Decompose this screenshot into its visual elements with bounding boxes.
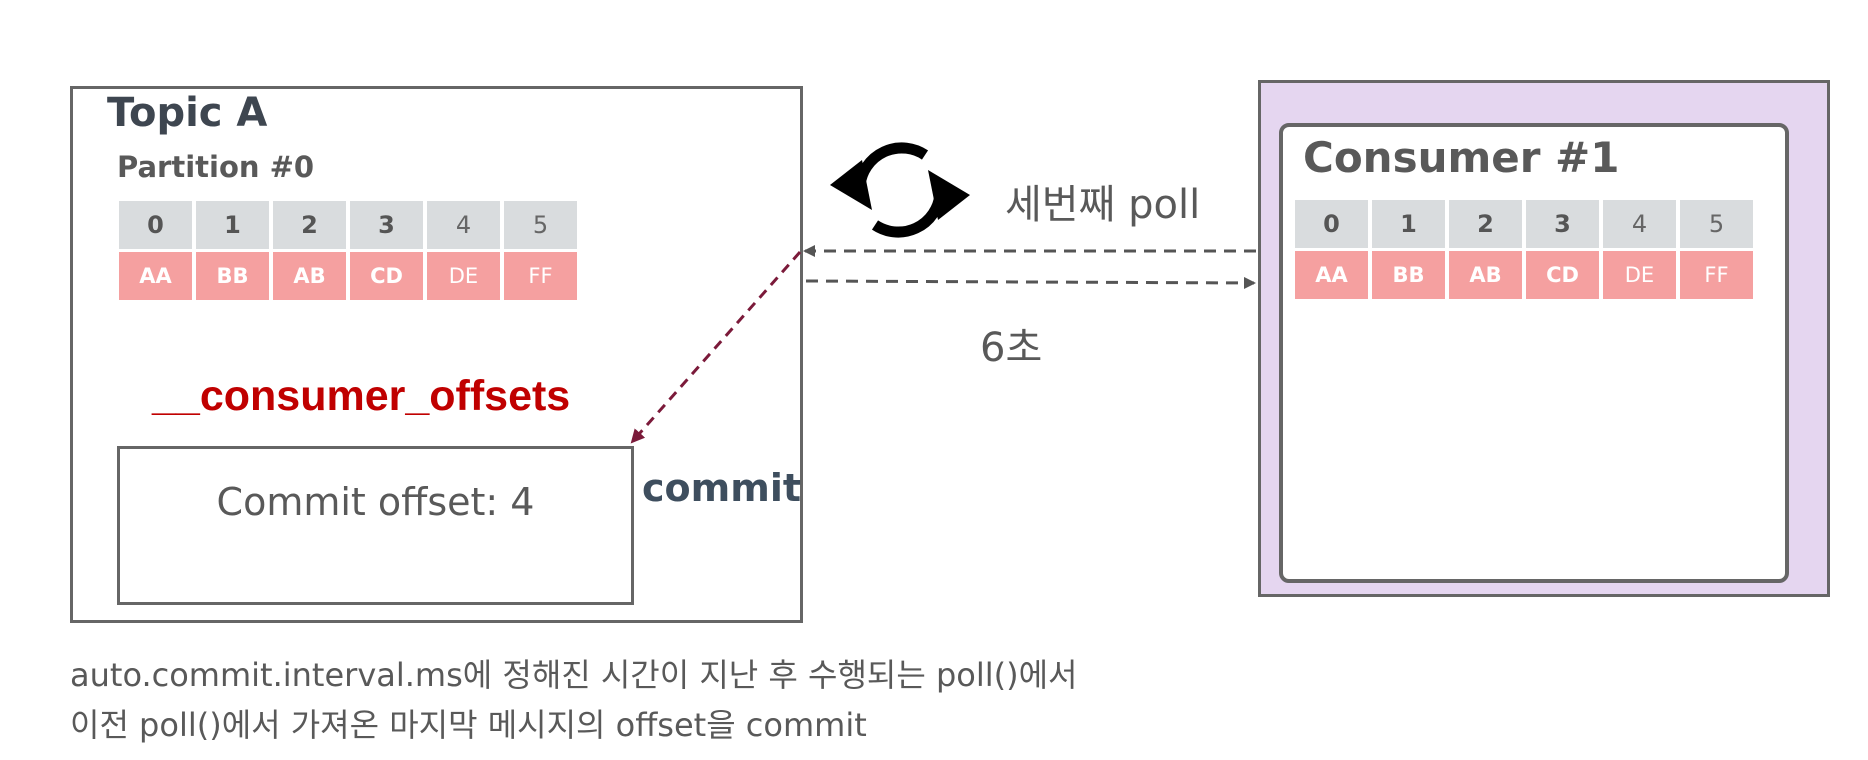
- offset-number: 0: [119, 201, 192, 249]
- consumer-box: [1279, 123, 1789, 583]
- topic-cell-0: 0 AA: [119, 201, 192, 300]
- topic-title: Topic A: [107, 90, 268, 136]
- consumer-cell-2: 2 AB: [1449, 200, 1522, 299]
- topic-partition-cells: 0 AA 1 BB 2 AB 3 CD 4 DE 5 FF: [119, 201, 577, 300]
- partition-title: Partition #0: [117, 150, 315, 184]
- message-value: BB: [196, 252, 269, 300]
- message-value: CD: [1526, 251, 1599, 299]
- consumer-cell-4: 4 DE: [1603, 200, 1676, 299]
- consumer-cell-0: 0 AA: [1295, 200, 1368, 299]
- offset-number: 3: [1526, 200, 1599, 248]
- offset-number: 4: [1603, 200, 1676, 248]
- offset-number: 0: [1295, 200, 1368, 248]
- poll-label: 세번째 poll: [1005, 182, 1201, 228]
- caption-line-2: 이전 poll()에서 가져온 마지막 메시지의 offset을 commit: [70, 706, 867, 744]
- offset-number: 4: [427, 201, 500, 249]
- topic-cell-4: 4 DE: [427, 201, 500, 300]
- interval-label: 6초: [980, 325, 1043, 371]
- message-value: FF: [504, 252, 577, 300]
- message-value: AA: [1295, 251, 1368, 299]
- consumer-offsets-title: __consumer_offsets: [152, 372, 571, 420]
- commit-offset-text: Commit offset: 4: [216, 480, 535, 524]
- offset-number: 3: [350, 201, 423, 249]
- commit-label: commit: [642, 466, 802, 510]
- offset-number: 1: [196, 201, 269, 249]
- offset-number: 2: [1449, 200, 1522, 248]
- message-value: AB: [273, 252, 346, 300]
- offset-number: 5: [504, 201, 577, 249]
- consumer-cell-1: 1 BB: [1372, 200, 1445, 299]
- message-value: DE: [427, 252, 500, 300]
- message-value: CD: [350, 252, 423, 300]
- offset-number: 1: [1372, 200, 1445, 248]
- consumer-cells: 0 AA 1 BB 2 AB 3 CD 4 DE 5 FF: [1295, 200, 1753, 299]
- message-value: AB: [1449, 251, 1522, 299]
- consumer-cell-3: 3 CD: [1526, 200, 1599, 299]
- offset-number: 5: [1680, 200, 1753, 248]
- caption-line-1: auto.commit.interval.ms에 정해진 시간이 지난 후 수행…: [70, 656, 1078, 694]
- commit-arrow: [630, 251, 802, 444]
- message-value: BB: [1372, 251, 1445, 299]
- topic-cell-3: 3 CD: [350, 201, 423, 300]
- topic-a-box: [70, 86, 803, 623]
- topic-cell-1: 1 BB: [196, 201, 269, 300]
- commit-offset-box: [117, 446, 634, 605]
- refresh-icon: [830, 142, 970, 238]
- message-value: AA: [119, 252, 192, 300]
- consumer-title: Consumer #1: [1303, 133, 1620, 182]
- topic-cell-2: 2 AB: [273, 201, 346, 300]
- topic-cell-5: 5 FF: [504, 201, 577, 300]
- offset-number: 2: [273, 201, 346, 249]
- message-value: FF: [1680, 251, 1753, 299]
- message-value: DE: [1603, 251, 1676, 299]
- consumer-cell-5: 5 FF: [1680, 200, 1753, 299]
- poll-response-arrow: [805, 276, 1256, 289]
